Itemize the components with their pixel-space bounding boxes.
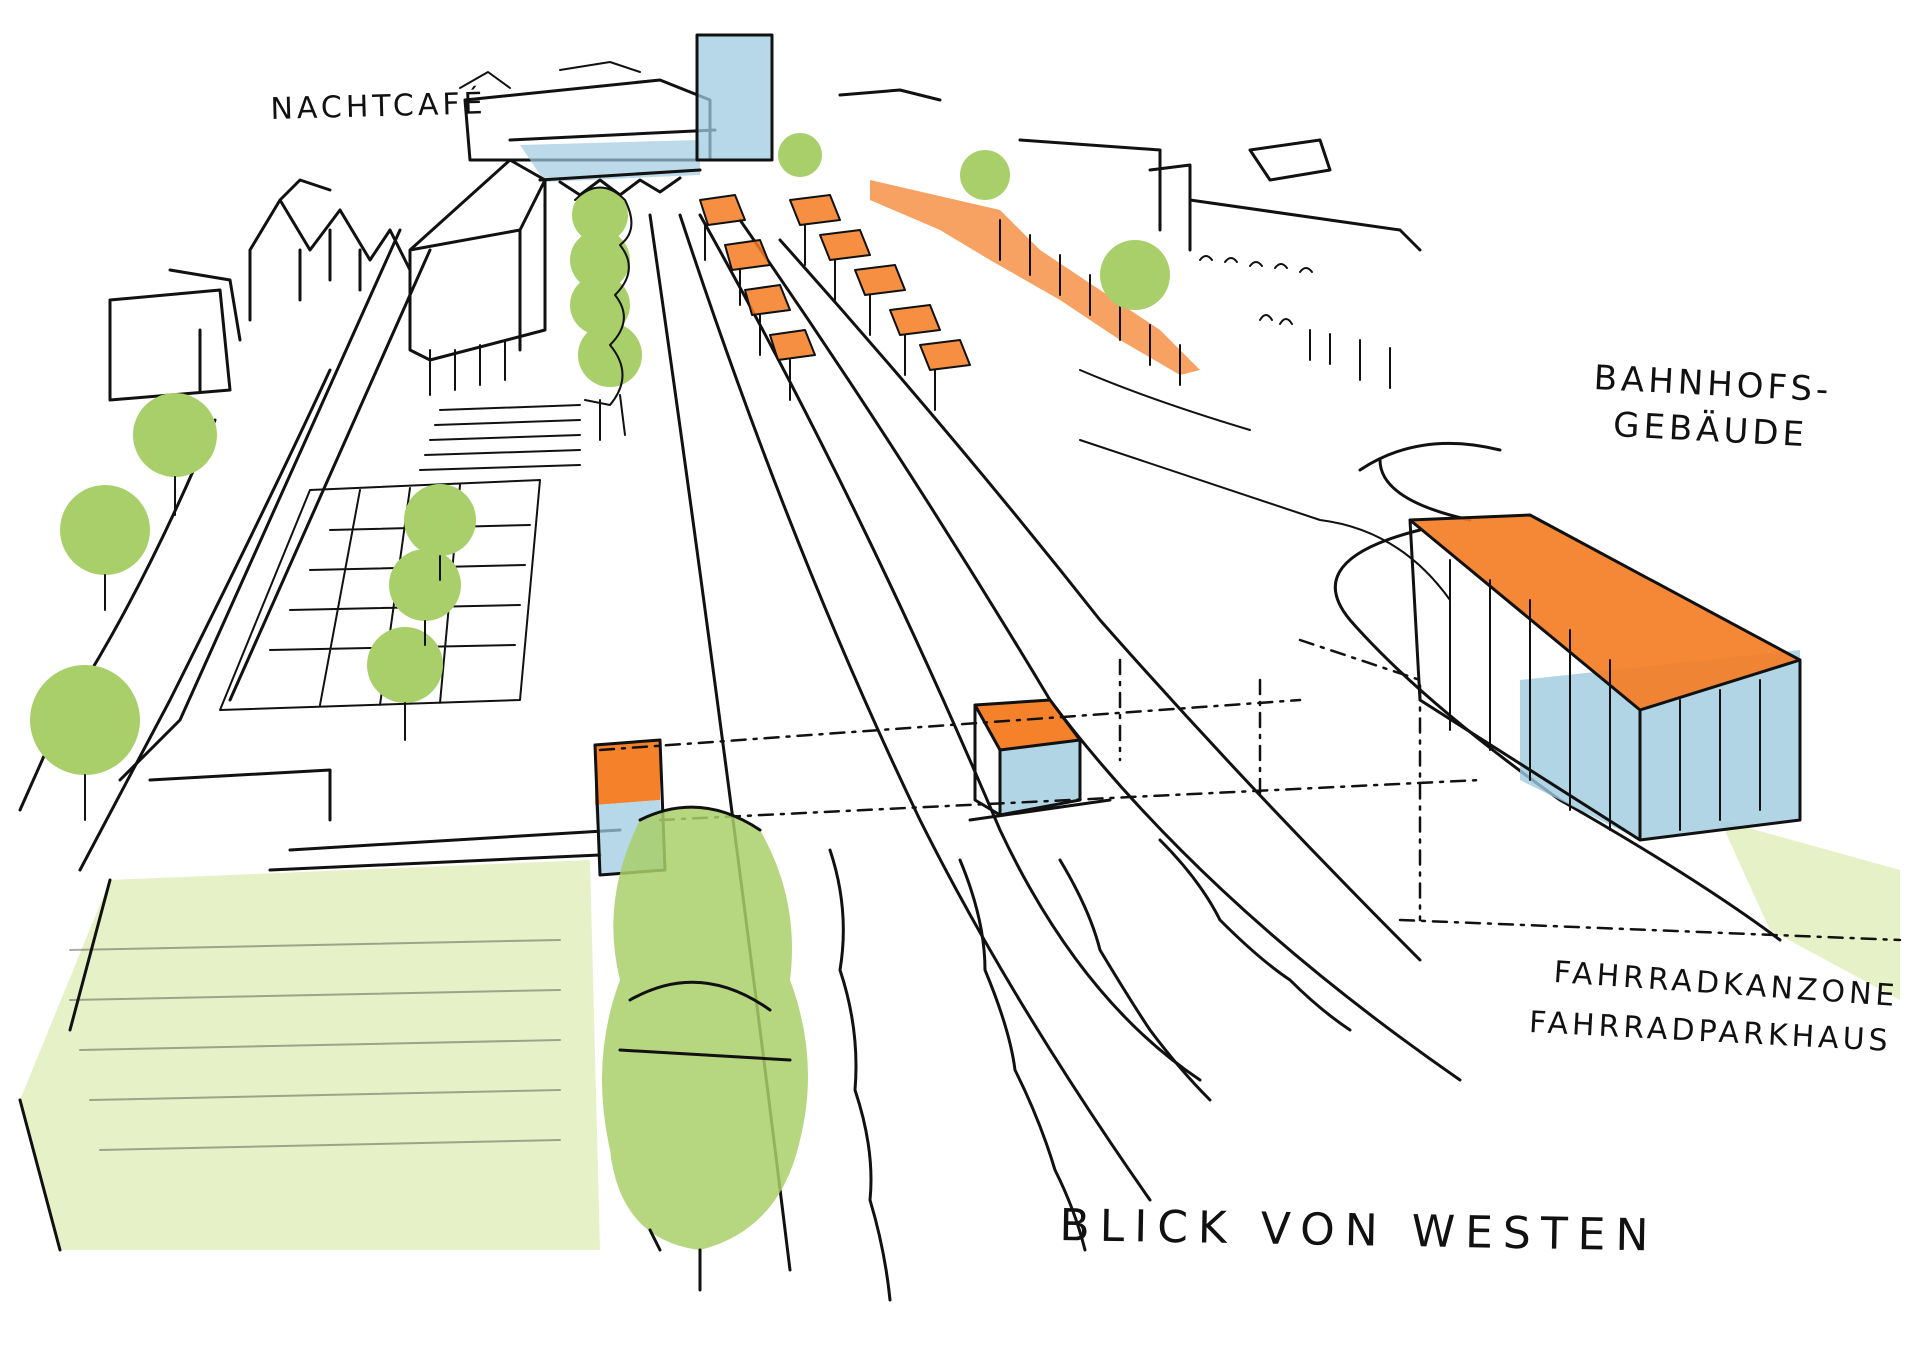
tree: [1100, 240, 1170, 310]
tree-foreground-outline: [618, 805, 792, 1292]
dashed-line-2: [658, 778, 1482, 822]
dashed-line-1: [598, 698, 1302, 752]
left-houses: [108, 158, 547, 402]
dash-dot-lines: [598, 638, 1902, 942]
left-road-edge-2: [228, 248, 432, 702]
track-wave-4: [1158, 838, 1352, 1032]
tree: [30, 665, 140, 775]
tree-row-center: [570, 186, 642, 441]
kiosk-center-glass: [1000, 740, 1080, 815]
kiosk-left-roof: [595, 740, 660, 805]
tree-right: [778, 133, 1170, 310]
tree-foreground-canopy: [602, 807, 808, 1250]
track-wave-3: [1058, 858, 1212, 1102]
right-building-windows: [1199, 255, 1391, 389]
tree-foreground: [602, 805, 808, 1292]
right-platform-curve: [1333, 528, 1782, 942]
canopy-row-3: [870, 180, 1200, 375]
dashed-line-4: [1398, 918, 1902, 942]
houses-front: [108, 268, 242, 402]
left-street: [78, 368, 332, 872]
tower-block-outline: [695, 33, 774, 162]
tree: [367, 627, 443, 703]
main-track-3: [698, 213, 1202, 1082]
grass-right-corner: [1720, 820, 1900, 1000]
canopy-posts: [704, 224, 936, 411]
kiosk-center-roof: [975, 700, 1080, 750]
tall-block-left: [408, 158, 547, 362]
tree: [404, 484, 476, 556]
label-nachtcafe: NACHTCAFÉ: [270, 86, 488, 127]
caption-blick-von-westen: BLICK VON WESTEN: [1059, 1200, 1659, 1262]
parkhaus-columns: [1449, 559, 1761, 831]
houses-gabled: [248, 178, 412, 322]
roof-shape: [459, 61, 641, 89]
tree-row-outline: [574, 186, 633, 441]
right-platform-curve-2: [1358, 441, 1502, 522]
tree: [578, 323, 642, 387]
tower-block: [697, 35, 772, 160]
dashed-line-5: [1118, 658, 1262, 802]
lower-left-lines: [18, 878, 112, 1252]
distant-buildings: [459, 33, 1422, 389]
tree: [572, 187, 628, 243]
kiosk-center-outline: [968, 698, 1112, 822]
right-background-curve: [1079, 369, 1451, 601]
left-road-edge-1: [118, 228, 402, 782]
track-wave-1: [828, 848, 892, 1302]
trees: [30, 133, 1170, 1292]
tall-block-columns: [429, 339, 506, 396]
plaza-outline: [148, 768, 622, 872]
tree: [960, 150, 1010, 200]
parkhaus-glass-wall: [1520, 650, 1800, 840]
tree: [389, 549, 461, 621]
dashed-line-3: [1298, 638, 1422, 922]
tree: [570, 230, 630, 290]
label-bahnhofsgebaeude: BAHNHOFS- GEBÄUDE: [1592, 357, 1834, 456]
right-buildings: [838, 88, 1422, 252]
stairs: [419, 404, 581, 471]
canopy-outlines: [699, 194, 971, 371]
canopy-row-1: [700, 195, 815, 360]
parkhaus-roof: [1410, 515, 1800, 710]
tree: [570, 275, 630, 335]
misc-strokes: [18, 878, 561, 1252]
grass-areas: [20, 820, 1900, 1250]
tree: [60, 485, 150, 575]
platform-canopies: [699, 180, 1200, 411]
grass-hatching: [69, 939, 561, 1151]
main-track-2: [678, 213, 1152, 1202]
track-wave-2: [958, 858, 1087, 1252]
fahrradparkhaus-building: [1408, 513, 1802, 842]
fence-posts: [999, 219, 1181, 386]
tree-trunks-left: [84, 476, 441, 821]
main-track-5: [778, 238, 1422, 962]
tree-row-left: [30, 393, 476, 821]
canopy-row-2: [790, 195, 970, 370]
grass-foreground-left: [20, 860, 600, 1250]
tree: [133, 393, 217, 477]
tree: [778, 133, 822, 177]
